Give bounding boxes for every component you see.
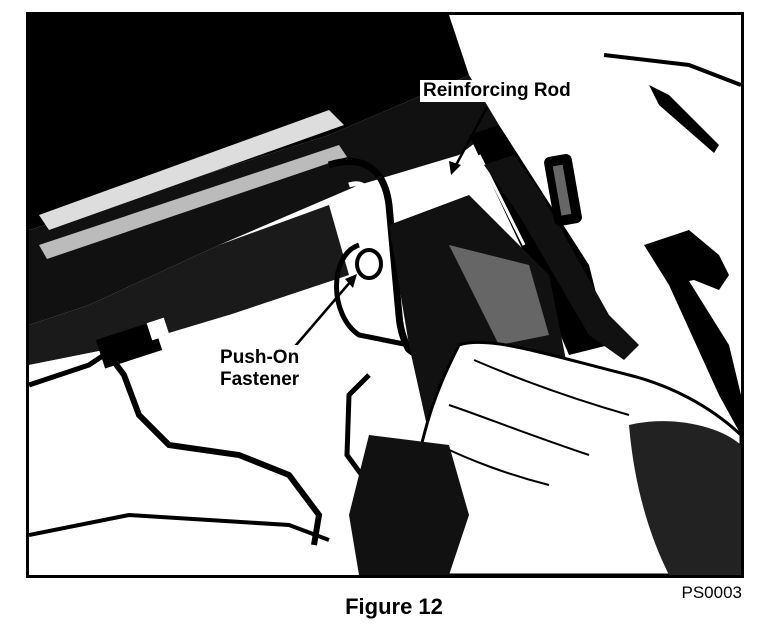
photo-tool-wrench <box>484 155 639 360</box>
photo-dark-background <box>29 15 469 230</box>
callout-reinforcing-rod: Reinforcing Rod <box>420 80 574 102</box>
figure-caption: Figure 12 <box>345 594 443 619</box>
photo-illustration <box>29 15 741 575</box>
callout-push-on-line2: Fastener <box>220 369 300 390</box>
rod-leader-arrowhead <box>449 161 461 175</box>
photo-lower-body <box>29 205 349 365</box>
photo-tool-socket <box>544 154 582 226</box>
photo-tool-screwdriver <box>649 85 719 153</box>
reference-code: PS0003 <box>681 583 743 602</box>
rod-leader-line <box>453 106 489 168</box>
photo-push-on-fastener <box>355 248 383 280</box>
callout-push-on-line1: Push-On <box>220 347 300 368</box>
fastener-leader-line <box>290 280 352 352</box>
callout-push-on-fastener: Push-On Fastener <box>216 345 304 393</box>
photo-vehicle-body <box>29 75 499 325</box>
figure-photo <box>26 12 744 578</box>
photo-tool-hammer <box>644 230 729 290</box>
fastener-leader-arrowhead <box>345 274 357 288</box>
photo-light-strip <box>39 110 344 230</box>
photo-wiring-harness <box>106 353 323 546</box>
